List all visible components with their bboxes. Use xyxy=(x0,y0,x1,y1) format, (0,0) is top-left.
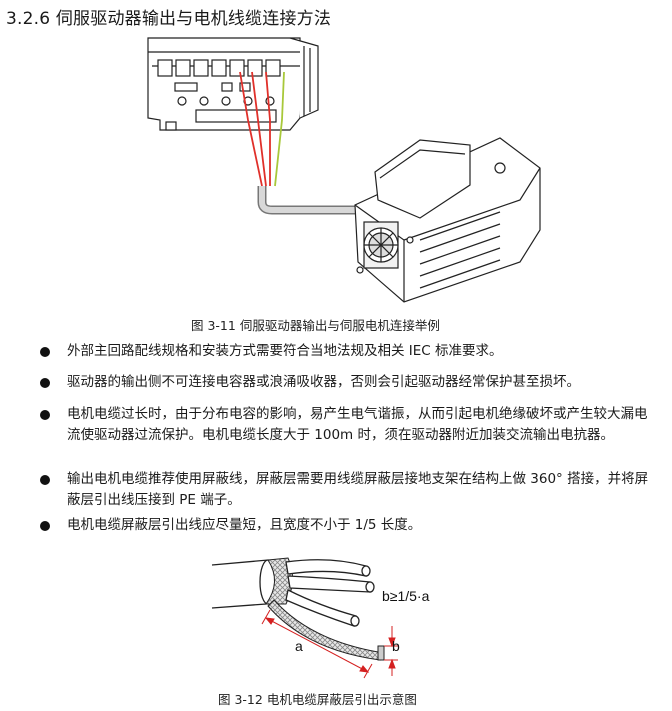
dimension-b-label: b xyxy=(392,638,400,654)
bullet-icon xyxy=(40,347,50,357)
bullet-icon xyxy=(40,521,50,531)
servo-drive-illustration xyxy=(147,37,319,131)
servo-motor-illustration xyxy=(354,137,541,303)
dimension-a-label: a xyxy=(295,638,303,654)
inner-conductors xyxy=(285,559,375,627)
list-item-text: 驱动器的输出侧不可连接电容器或浪涌吸收器，否则会引起驱动器经常保护甚至损坏。 xyxy=(67,374,580,390)
list-item-text: 外部主回路配线规格和安装方式需要符合当地法规及相关 IEC 标准要求。 xyxy=(67,343,503,359)
figure2-caption: 图 3-12 电机电缆屏蔽层引出示意图 xyxy=(218,692,417,707)
dimension-a xyxy=(261,609,373,679)
figure1-caption: 图 3-11 伺服驱动器输出与伺服电机连接举例 xyxy=(191,318,440,333)
motor-wires xyxy=(239,71,285,187)
formula-label: b≥1/5·a xyxy=(382,588,430,604)
dimension-b xyxy=(384,626,398,676)
bullet-icon xyxy=(40,378,50,388)
list-item-text: 电机电缆过长时，由于分布电容的影响，易产生电气谐振，从而引起电机绝缘破坏或产生较… xyxy=(67,406,648,443)
section-title: 3.2.6 伺服驱动器输出与电机线缆连接方法 xyxy=(6,9,332,29)
list-item-text: 电机电缆屏蔽层引出线应尽量短，且宽度不小于 1/5 长度。 xyxy=(67,517,422,533)
list-item-text: 输出电机电缆推荐使用屏蔽线，屏蔽层需要用线缆屏蔽层接地支架在结构上做 360° … xyxy=(67,471,649,508)
bullet-icon xyxy=(40,410,50,420)
bullet-icon xyxy=(40,475,50,485)
figure-drive-motor-connection xyxy=(147,37,541,303)
